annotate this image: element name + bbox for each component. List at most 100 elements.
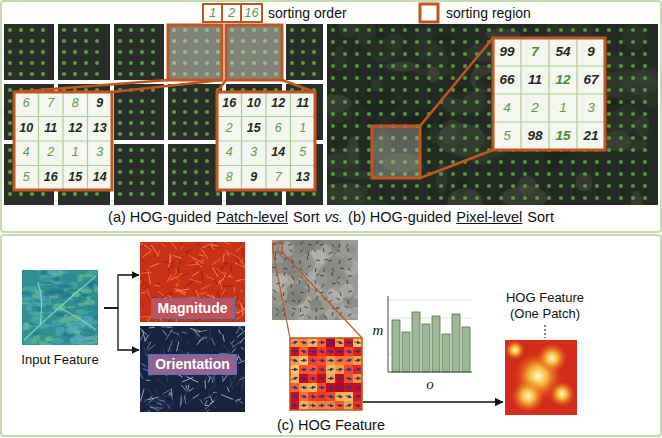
pixel-dot	[301, 28, 305, 32]
histogram-bar	[422, 324, 430, 372]
patch-marker	[273, 243, 282, 252]
pixel-dot	[194, 192, 198, 196]
image-texture	[239, 356, 241, 361]
orientation-arrow	[355, 396, 361, 398]
orientation-arrow	[310, 351, 316, 352]
pixel-dot	[631, 184, 635, 188]
image-texture	[209, 330, 210, 341]
gradient-vector	[316, 308, 318, 312]
magnitude-cell	[353, 365, 362, 374]
image-texture	[202, 270, 203, 280]
pixel-dot	[595, 172, 599, 176]
pixel-dot	[140, 61, 144, 65]
pixel-dot	[41, 61, 45, 65]
pixel-dot	[643, 88, 647, 92]
pixel-dot	[643, 40, 647, 44]
panel-frame	[1, 1, 661, 232]
pixel-dot	[643, 136, 647, 140]
image-texture	[143, 270, 146, 272]
pixel-dot	[379, 88, 383, 92]
image-texture	[240, 290, 242, 292]
sort-index: 1	[559, 101, 567, 116]
image-texture	[187, 264, 198, 265]
pixel-dot	[379, 64, 383, 68]
pixel-dot	[547, 184, 551, 188]
gradient-vector	[320, 275, 324, 276]
image-texture	[55, 271, 62, 273]
image-texture	[73, 297, 82, 303]
pixel-dot	[559, 172, 563, 176]
gradient-vector	[292, 292, 294, 295]
patch-image	[4, 24, 323, 205]
pixel-dot	[151, 50, 155, 54]
pixel-dot	[391, 40, 395, 44]
gradient-vector	[316, 274, 319, 276]
pixel-dot	[140, 110, 144, 114]
pixel-dot	[331, 112, 335, 116]
pixel-dot	[355, 172, 359, 176]
orientation-arrow	[337, 342, 343, 344]
orientation-arrow	[310, 369, 316, 371]
pixel-dot	[118, 159, 122, 163]
pixel-dot	[355, 64, 359, 68]
pixel-dot	[463, 28, 467, 32]
image-texture	[58, 285, 73, 288]
pixel-dot	[535, 184, 539, 188]
pixel-dot	[595, 196, 599, 200]
magnitude-cell	[344, 356, 353, 365]
pixel-dot	[73, 192, 77, 196]
image-texture	[45, 305, 52, 308]
image-texture	[237, 309, 245, 313]
gradient-vector	[273, 290, 276, 292]
image-texture	[244, 304, 245, 307]
image-texture	[176, 290, 187, 293]
orientation-arrow	[346, 351, 352, 352]
pixel-dot	[535, 172, 539, 176]
pixel-dot	[151, 132, 155, 136]
grid-line	[217, 165, 315, 166]
pixel-dot	[403, 196, 407, 200]
heat-blob	[537, 343, 567, 373]
image-texture	[221, 242, 230, 245]
pixel-dot	[151, 28, 155, 32]
pixel-dot	[355, 124, 359, 128]
pixel-dot	[312, 28, 316, 32]
pixel-dot	[463, 124, 467, 128]
pixel-dot	[583, 196, 587, 200]
pixel-dot	[439, 112, 443, 116]
pixel-dot	[475, 40, 479, 44]
pixel-dot	[607, 148, 611, 152]
gradient-vector	[320, 308, 324, 309]
image-texture	[204, 404, 206, 410]
pixel-dot	[73, 28, 77, 32]
pixel-dot	[140, 170, 144, 174]
magnitude-cell	[353, 347, 362, 356]
pixel-dot	[140, 159, 144, 163]
image-texture	[238, 279, 241, 282]
pixel-dot	[129, 99, 133, 103]
pixel-dot	[95, 61, 99, 65]
image-patch	[226, 24, 282, 80]
image-texture	[147, 289, 149, 296]
subcaption: Pixel-level	[456, 210, 522, 226]
magnitude-cell	[308, 374, 317, 383]
gradient-vector	[282, 284, 284, 287]
image-texture	[214, 405, 216, 408]
magnitude-cell	[326, 365, 335, 374]
pixel-dot	[463, 172, 467, 176]
image-texture	[22, 297, 32, 301]
pixel-dot	[499, 184, 503, 188]
pixel-dot	[343, 52, 347, 56]
input-feature-image: Input Feature	[17, 268, 103, 368]
image-texture	[223, 254, 225, 263]
pixel-dot	[499, 172, 503, 176]
image-texture	[325, 258, 341, 274]
gradient-vector	[315, 268, 317, 272]
image-patch	[114, 84, 164, 140]
image-texture	[55, 327, 65, 334]
pixel-dot	[19, 28, 23, 32]
magnitude-cell	[326, 374, 335, 383]
pixel-dot	[331, 148, 335, 152]
